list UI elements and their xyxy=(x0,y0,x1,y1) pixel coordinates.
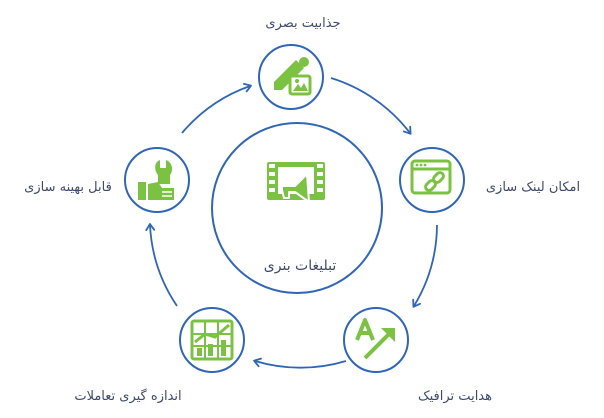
node-circle xyxy=(124,147,190,213)
node-label-optimizable: قابل بهینه سازی xyxy=(24,180,112,195)
wrench-hand-icon xyxy=(138,160,174,200)
center-circle xyxy=(211,122,383,294)
browser-link-icon xyxy=(410,159,452,195)
growth-chart-icon xyxy=(190,319,234,361)
cycle-arrow xyxy=(412,224,438,308)
node-label-link-building: امکان لینک سازی xyxy=(485,180,581,195)
node-circle xyxy=(343,307,409,373)
cycle-arrow xyxy=(145,223,178,307)
node-label-measure-engagement: اندازه گیری تعاملات xyxy=(74,389,182,404)
node-label-traffic: هدایت ترافیک xyxy=(418,389,492,404)
cycle-arrow xyxy=(253,357,347,369)
cycle-arrow xyxy=(330,77,412,135)
node-circle xyxy=(179,307,245,373)
video-megaphone-icon xyxy=(267,162,325,203)
center-title: تبلیغات بنری xyxy=(263,258,337,274)
image-edit-icon xyxy=(274,57,312,96)
text-arrow-icon xyxy=(355,318,395,360)
cycle-arrow xyxy=(181,82,252,134)
node-label-visual-attraction: جذابیت بصری xyxy=(265,16,341,31)
